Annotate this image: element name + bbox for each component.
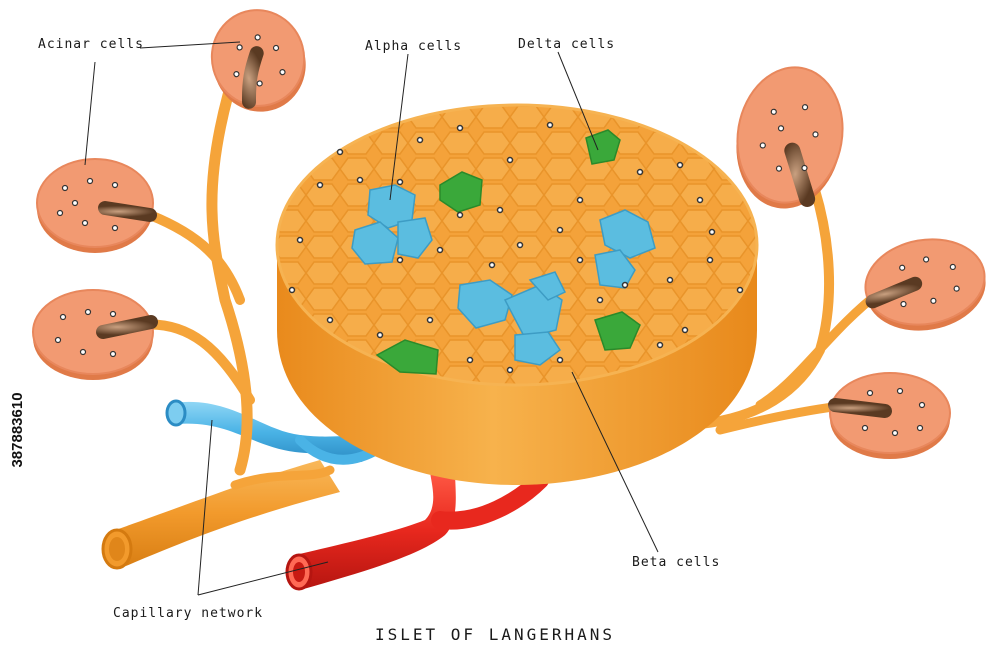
acinar-disc	[736, 66, 844, 209]
blue-vessel-opening	[165, 399, 187, 427]
stock-id-watermark: 387883610	[9, 392, 26, 467]
acinar-disc	[828, 372, 951, 459]
label-delta-cells: Delta cells	[518, 37, 615, 52]
red-vessel	[295, 470, 456, 590]
delta-cells-group	[375, 129, 641, 375]
islet	[275, 103, 759, 485]
stock-id-text: 387883610	[9, 392, 26, 467]
acinar-cells	[32, 9, 986, 459]
leader-capillary-red	[197, 561, 329, 596]
leader-beta	[571, 371, 659, 553]
label-beta-cells: Beta cells	[632, 555, 720, 570]
leader-acinar-top	[139, 41, 241, 49]
leader-capillary-blue	[197, 419, 213, 596]
duct-tube	[110, 460, 340, 566]
acinar-disc	[36, 158, 157, 253]
leader-acinar-left	[84, 61, 96, 166]
blue-vessel	[172, 401, 370, 462]
label-capillary-network: Capillary network	[113, 606, 263, 621]
acinar-disc	[210, 9, 306, 112]
diagram-title: ISLET OF LANGERHANS	[375, 625, 615, 644]
acinar-disc	[864, 238, 986, 331]
label-alpha-cells: Alpha cells	[365, 39, 462, 54]
leader-lines	[84, 41, 659, 596]
alpha-cells-cluster	[351, 184, 656, 366]
capillary-network	[101, 89, 885, 591]
leader-alpha	[389, 53, 409, 201]
label-acinar-cells: Acinar cells	[38, 37, 144, 52]
acinar-disc	[32, 289, 158, 380]
leader-delta	[557, 51, 599, 151]
